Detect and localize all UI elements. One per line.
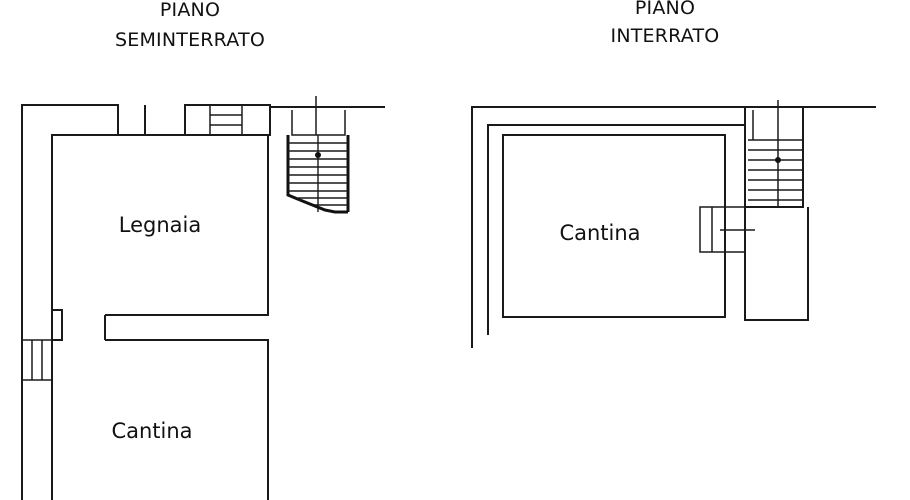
cantina-walls bbox=[105, 339, 269, 500]
plan-interrato: Cantina bbox=[471, 100, 876, 348]
outer-wall-interrato bbox=[471, 106, 876, 348]
stair-seminterrato bbox=[286, 96, 350, 214]
cantina-room-interrato bbox=[502, 134, 726, 318]
legnaia-walls bbox=[55, 134, 269, 316]
outer-wall bbox=[21, 104, 119, 500]
title-left-line2: SEMINTERRATO bbox=[115, 29, 265, 51]
stair-interrato bbox=[699, 100, 809, 321]
top-wall-segment bbox=[184, 104, 271, 136]
plan-seminterrato: Legnaia Cantina bbox=[21, 96, 385, 500]
stair-arrow-dot bbox=[315, 152, 321, 158]
window-top bbox=[209, 105, 243, 135]
stair-arrow-dot-interrato bbox=[775, 157, 781, 163]
title-right-line2: INTERRATO bbox=[611, 25, 720, 47]
title-left-line1: PIANO bbox=[160, 0, 220, 21]
title-right-line1: PIANO bbox=[635, 0, 695, 19]
room-label-cantina-right: Cantina bbox=[559, 221, 640, 245]
room-label-legnaia: Legnaia bbox=[119, 213, 201, 237]
top-wall-right bbox=[55, 105, 146, 136]
room-label-cantina-left: Cantina bbox=[111, 419, 192, 443]
window-left bbox=[21, 339, 53, 381]
left-wall-notch bbox=[52, 309, 63, 341]
